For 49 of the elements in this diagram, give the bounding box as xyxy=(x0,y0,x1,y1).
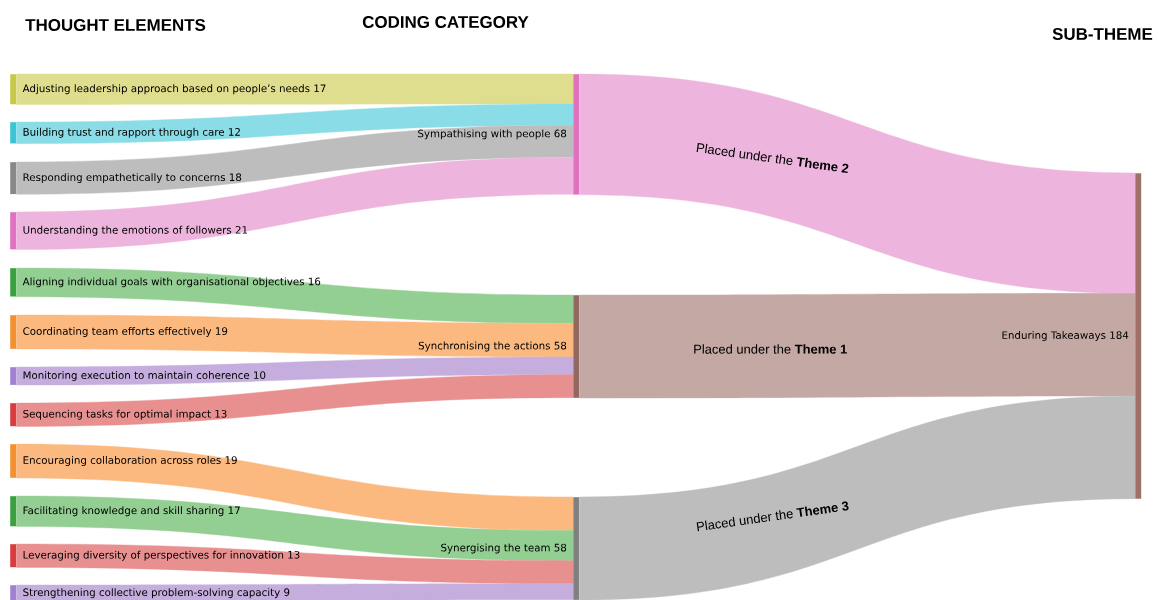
flow-band xyxy=(16,356,574,386)
bar-label: Enduring Takeaways 184 xyxy=(1002,331,1129,341)
bar-label: Aligning individual goals with organisational objectives 16 xyxy=(22,277,321,288)
flow-band xyxy=(16,314,574,358)
flow-bar xyxy=(10,496,17,527)
flow-band xyxy=(16,125,574,195)
flow-bar xyxy=(10,74,17,105)
bar-label: Building trust and rapport through care 12 xyxy=(23,127,240,138)
bar-label: Encouraging collaboration across roles 19 xyxy=(23,456,237,466)
flow-band xyxy=(16,73,574,105)
flow-bar xyxy=(10,122,17,144)
bar-label: Synergising the team 58 xyxy=(441,543,567,554)
bar-label: Adjusting leadership approach based on people’s needs 17 xyxy=(22,84,326,95)
bar-label: Coordinating team efforts effectively 19 xyxy=(23,327,228,337)
bar-label: Facilitating knowledge and skill sharing 17 xyxy=(23,506,240,517)
flow-bar xyxy=(10,268,17,297)
flow-band xyxy=(16,374,574,427)
flow-bar xyxy=(10,367,17,385)
flow-band xyxy=(16,103,574,144)
flow-band xyxy=(16,157,574,250)
bar-label: Monitoring execution to maintain coherence 10 xyxy=(23,371,266,381)
flow-band xyxy=(579,73,1136,294)
flow-bar xyxy=(10,162,17,195)
flow-bar xyxy=(10,315,17,349)
flow-band xyxy=(16,543,574,584)
column-heading: THOUGHT ELEMENTS xyxy=(25,19,206,31)
flow-bar xyxy=(10,544,17,568)
bar-label: Responding empathetically to concerns 18 xyxy=(23,173,242,184)
flow-bar xyxy=(10,444,17,478)
flow-bar xyxy=(10,212,17,250)
column-heading: CODING CATEGORY xyxy=(362,16,529,28)
bar-label: Sympathising with people 68 xyxy=(418,129,567,140)
flow-band xyxy=(579,395,1136,600)
bar-label: Sequencing tasks for optimal impact 13 xyxy=(23,409,227,420)
flow-bar xyxy=(10,585,17,600)
edge-label: Placed under the Theme 1 xyxy=(692,343,849,355)
flow-band xyxy=(16,583,574,600)
column-heading: SUB-THEME xyxy=(1052,28,1153,40)
bar-label: Synchronising the actions 58 xyxy=(418,341,567,352)
edge-label: Placed under the Theme 2 xyxy=(694,141,851,175)
bar-label: Understanding the emotions of followers 21 xyxy=(23,225,248,236)
flow-band xyxy=(16,267,574,324)
edge-label: Placed under the Theme 3 xyxy=(694,499,851,533)
flow-band xyxy=(579,293,1136,399)
flow-band xyxy=(16,495,574,561)
bar-label: Leveraging diversity of perspectives for innovation 13 xyxy=(23,550,300,561)
flow-bar xyxy=(10,403,17,427)
bar-label: Strengthening collective problem-solving capacity 9 xyxy=(23,588,290,599)
flow-band xyxy=(16,443,574,531)
